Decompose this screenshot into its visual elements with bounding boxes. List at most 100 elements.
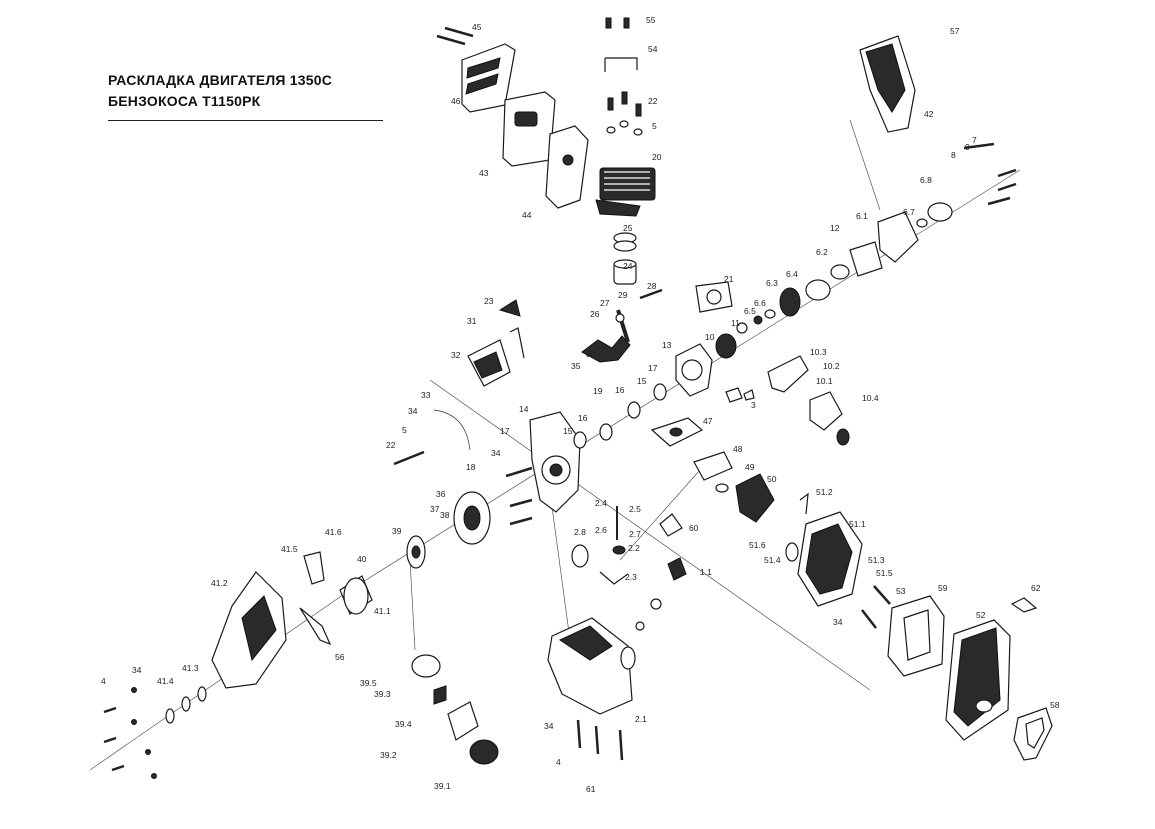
clutch-drum-41.1 <box>339 575 373 615</box>
part-label: 36 <box>436 489 446 499</box>
part-label: 54 <box>648 44 658 54</box>
part-label: 25 <box>623 223 633 233</box>
part-label: 29 <box>618 290 628 300</box>
part-label: 39.5 <box>360 678 377 688</box>
gearbox-housing-41.2 <box>211 571 287 689</box>
crankcase-half-13 <box>675 343 713 397</box>
part-label: 15 <box>637 376 647 386</box>
part-label: 49 <box>745 462 755 472</box>
part-label: 59 <box>938 583 948 593</box>
part-label: 46 <box>451 96 461 106</box>
part-label: 1.1 <box>700 567 712 577</box>
part-label: 33 <box>421 390 431 400</box>
part-label: 9 <box>965 142 970 152</box>
misc-screws <box>299 142 1017 761</box>
part-label: 16 <box>578 413 588 423</box>
part-label: 58 <box>1050 700 1060 710</box>
part-label: 34 <box>132 665 142 675</box>
part-label: 2.4 <box>595 498 607 508</box>
part-label: 51.2 <box>816 487 833 497</box>
part-label: 41.4 <box>157 676 174 686</box>
part-label: 6.6 <box>754 298 766 308</box>
clutch-assembly-39x <box>411 654 499 765</box>
part-label: 14 <box>519 404 529 414</box>
crankshaft <box>581 309 631 363</box>
part-label: 6.5 <box>744 306 756 316</box>
part-label: 17 <box>648 363 658 373</box>
top-screws <box>436 17 643 136</box>
part-label: 2.6 <box>595 525 607 535</box>
part-label: 15 <box>563 426 573 436</box>
carburetor-50 <box>715 473 775 523</box>
part-label: 31 <box>467 316 477 326</box>
part-label: 38 <box>440 510 450 520</box>
part-label: 2.3 <box>625 572 637 582</box>
part-label: 26 <box>590 309 600 319</box>
part-label: 56 <box>335 652 345 662</box>
part-label: 19 <box>593 386 603 396</box>
part-label: 22 <box>386 440 396 450</box>
gasket-21 <box>695 281 733 313</box>
part-label: 7 <box>972 135 977 145</box>
part-label: 22 <box>648 96 658 106</box>
part-label: 34 <box>408 406 418 416</box>
insulator-gasket-47 <box>650 417 704 447</box>
part-label: 51.6 <box>749 540 766 550</box>
part-label: 10.4 <box>862 393 879 403</box>
flywheel-36 <box>453 491 491 545</box>
part-label: 42 <box>924 109 934 119</box>
part-label: 41.5 <box>281 544 298 554</box>
part-label: 5 <box>652 121 657 131</box>
part-label: 34 <box>491 448 501 458</box>
part-label: 4 <box>101 676 106 686</box>
air-cover-52 <box>945 619 1011 741</box>
part-label: 34 <box>833 617 843 627</box>
part-label: 2.7 <box>629 529 641 539</box>
title-line-2: БЕНЗОКОСА Т1150РК <box>108 93 261 109</box>
part-label: 6.3 <box>766 278 778 288</box>
diagram-title: РАСКЛАДКА ДВИГАТЕЛЯ 1350С БЕНЗОКОСА Т115… <box>108 70 332 112</box>
part-label: 30 <box>586 349 596 359</box>
part-label: 13 <box>662 340 672 350</box>
part-label: 47 <box>703 416 713 426</box>
part-label: 43 <box>479 168 489 178</box>
part-label: 61 <box>586 784 596 794</box>
part-label: 10.2 <box>823 361 840 371</box>
part-label: 39.3 <box>374 689 391 699</box>
part-label: 51.4 <box>764 555 781 565</box>
part-label: 41.6 <box>325 527 342 537</box>
part-label: 12 <box>830 223 840 233</box>
part-label: 45 <box>472 22 482 32</box>
part-label: 8 <box>951 150 956 160</box>
part-label: 16 <box>615 385 625 395</box>
part-label: 51.3 <box>868 555 885 565</box>
title-underline <box>108 120 383 121</box>
part-label: 57 <box>950 26 960 36</box>
knob-58 <box>1013 707 1053 761</box>
part-label: 10 <box>705 332 715 342</box>
part-label: 5 <box>402 425 407 435</box>
part-label: 39 <box>392 526 402 536</box>
title-line-1: РАСКЛАДКА ДВИГАТЕЛЯ 1350С <box>108 72 333 88</box>
part-label: 55 <box>646 15 656 25</box>
part-label: 50 <box>767 474 777 484</box>
fuel-tank-2.1 <box>547 617 636 715</box>
clip-62 <box>1010 597 1038 613</box>
part-label: 11 <box>731 318 740 328</box>
part-label: 28 <box>647 281 657 291</box>
part-label: 6.2 <box>816 247 828 257</box>
part-label: 39.1 <box>434 781 451 791</box>
part-label: 2.1 <box>635 714 647 724</box>
clutch-plate-39 <box>406 535 426 569</box>
part-label: 32 <box>451 350 461 360</box>
part-label: 2.8 <box>574 527 586 537</box>
part-label: 52 <box>976 610 986 620</box>
cylinder <box>595 167 656 217</box>
part-label: 23 <box>484 296 494 306</box>
air-box-51.1 <box>785 492 863 607</box>
part-label: 20 <box>652 152 662 162</box>
part-label: 3 <box>751 400 756 410</box>
part-label: 17 <box>500 426 510 436</box>
